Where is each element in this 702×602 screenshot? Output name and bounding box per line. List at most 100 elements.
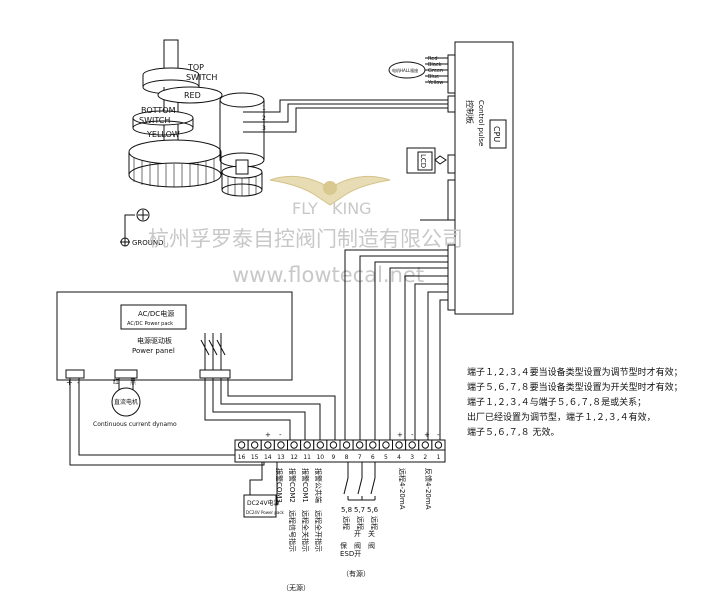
group-no-source: （无源）: [282, 583, 310, 592]
label-t4: 远程4-20mA: [398, 468, 407, 510]
top-switch-label-2: SWITCH: [186, 73, 217, 82]
label-t12: 报警COM2: [288, 468, 297, 503]
terminal-screw-icon: [382, 441, 390, 449]
t6-sub: 远程: [370, 516, 379, 530]
control-board-cn: 控制板: [465, 100, 475, 124]
t8-sub: 远程: [342, 516, 351, 530]
hall-wire-red: Red: [428, 56, 438, 62]
terminal-screw-icon: [408, 441, 416, 449]
t6-end2: 阀: [368, 541, 375, 550]
terminal-number: 3: [410, 454, 414, 461]
motor-black: 黑: [130, 379, 136, 386]
terminal-number: 9: [332, 454, 336, 461]
terminal-number: 10: [316, 454, 324, 461]
polarity-t2-plus: +: [424, 431, 430, 439]
terminal-screw-icon: [434, 441, 443, 449]
control-board-en: Control pulse: [477, 100, 485, 146]
terminal-screw-icon: [329, 441, 338, 449]
polarity-t4-plus: +: [397, 431, 403, 439]
dc24v-cn: DC24V电源: [247, 499, 280, 507]
t6-end: 关: [368, 529, 375, 538]
ground-label: GROUND: [132, 239, 164, 247]
terminal-number: 14: [264, 454, 272, 461]
polarity-t13-minus: -: [279, 431, 282, 439]
label-t11: 报警COM1: [301, 468, 310, 503]
terminal-screw-icon: [395, 441, 403, 449]
polarity-t1-minus: -: [437, 431, 440, 439]
terminal-screw-icon: [250, 441, 259, 449]
lcd-label: LCD: [419, 154, 427, 168]
note-1: 端子１,２,３,４要当设备类型设置为调节型时才有效；: [467, 366, 683, 378]
t8-top: 5,8: [341, 506, 352, 514]
t8-end: 保: [340, 541, 347, 550]
panel-plus: +: [66, 378, 73, 387]
terminal-screw-icon: [290, 441, 298, 449]
top-switch-label: TOP: [187, 63, 204, 72]
terminal-number: 8: [345, 454, 349, 461]
terminal-number: 7: [358, 454, 362, 461]
label-t13: 报警COM3: [275, 468, 284, 503]
motor-red: 红: [113, 378, 119, 386]
panel-minus: -: [77, 378, 80, 387]
brand-king: KING: [332, 199, 372, 218]
t7-sub: 远程: [356, 516, 365, 530]
flyking-logo: [269, 175, 391, 206]
label-t12-sub: 远程全关指示: [301, 510, 310, 552]
polarity-t14-plus: +: [265, 431, 271, 439]
terminal-number: 16: [238, 454, 246, 461]
terminal-number: 15: [251, 454, 259, 461]
terminal-screw-icon: [342, 441, 351, 449]
acdc-cn: AC/DC电源: [138, 309, 174, 318]
terminal-number: 13: [277, 454, 285, 461]
hall-wire-green: Green: [428, 68, 443, 74]
terminal-number: 2: [423, 454, 427, 461]
group-source: （有源）: [342, 569, 370, 578]
esd-contacts: [343, 462, 376, 501]
company-name-cn: 杭州孚罗泰自控阀门制造有限公司: [148, 227, 463, 251]
terminal-screw-icon: [316, 441, 325, 449]
limit-switch-assembly: [120, 39, 270, 247]
pot-pin-2: 2: [262, 115, 266, 122]
t7-top: 5,7: [354, 506, 365, 514]
label-t2: 反馈4-20mA: [424, 468, 433, 510]
motor-cn: 直流电机: [114, 398, 138, 406]
t7-end: 开: [354, 530, 361, 538]
note-3: 端子１,２,３,４与端子５,６,７,８是或关系；: [467, 396, 646, 408]
esd-label: ESD开: [340, 550, 361, 558]
terminal-screw-icon: [369, 441, 377, 449]
yellow-label: YELLOW: [146, 130, 180, 139]
pot-pin-1: 1: [262, 105, 266, 112]
bottom-switch-label-2: SWITCH: [139, 116, 170, 125]
terminal-number: 11: [303, 454, 311, 461]
hall-wire-yellow: Yellow: [427, 80, 443, 86]
terminal-screw-icon: [303, 441, 311, 449]
hall-wire-black: Black: [428, 62, 442, 68]
note-4: 出厂已经设置为调节型，端子１,２,３,４有效，: [467, 411, 656, 423]
terminal-notes: 端子１,２,３,４要当设备类型设置为调节型时才有效； 端子５,６,７,８要当设备…: [467, 366, 683, 438]
power-panel: [56, 291, 336, 518]
power-panel-cn: 电源驱动板: [137, 336, 172, 345]
terminal-screw-icon: [421, 441, 430, 449]
company-url: www.flowtecal.net: [232, 263, 424, 287]
acdc-en: AC/DC Power pack: [127, 321, 173, 327]
note-2: 端子５,６,７,８要当设备类型设置为开关型时才有效；: [467, 381, 683, 393]
t7-end2: 阀: [354, 541, 361, 550]
terminal-labels: 报警COM3 报警COM2 报警COM1 报警公共端 远程信号指示 远程全关指示…: [275, 468, 433, 552]
t6-top: 5,6: [367, 506, 379, 514]
terminal-number: 1: [437, 454, 441, 461]
terminal-screw-icon: [277, 441, 285, 449]
terminal-screw-icon: [355, 441, 364, 449]
brand-fly: FLY: [292, 199, 318, 218]
pot-pin-3: 3: [262, 125, 266, 132]
red-label: RED: [184, 91, 201, 100]
hall-wire-blue: Blue: [428, 74, 439, 80]
terminal-number: 5: [384, 454, 388, 461]
pot-wires: [270, 99, 450, 133]
motor-en: Continuous current dynamo: [93, 421, 177, 428]
cpu-board: [388, 41, 514, 315]
terminal-number: 6: [371, 454, 375, 461]
signal-wires: [344, 219, 448, 440]
label-t10: 报警公共端: [314, 468, 323, 503]
